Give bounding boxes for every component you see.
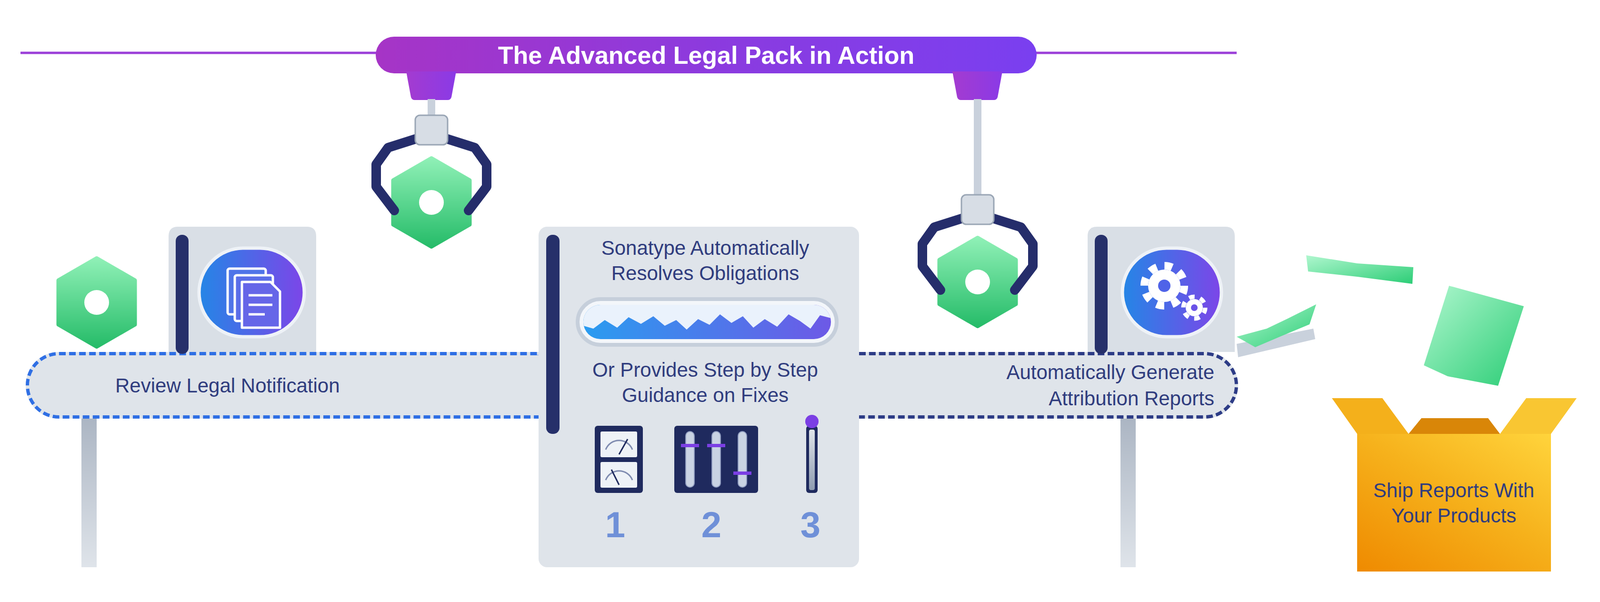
node-text: Automatically Generate Attribution Repor…: [957, 359, 1215, 412]
waveform-panel: [577, 299, 837, 345]
slider-knob: [707, 443, 726, 448]
node-text: Review Legal Notification: [115, 372, 340, 399]
waveform-fill: [583, 304, 831, 340]
belt-leg: [1120, 414, 1136, 568]
gear-icon: [1185, 299, 1203, 317]
document-line: [248, 313, 265, 316]
gear-hole: [1158, 279, 1171, 292]
document-icon: [227, 268, 266, 315]
station-bar: [546, 234, 560, 434]
gauge-scale: [605, 470, 633, 480]
gear-teeth: [1144, 265, 1185, 306]
slider-icon: [674, 425, 759, 493]
icon-badge: [1122, 248, 1222, 337]
node-text: Ship Reports With Your Products: [1358, 477, 1550, 529]
slider-knob: [733, 471, 752, 475]
level-icon: [806, 425, 818, 493]
document-icon: [234, 275, 273, 321]
box-flap: [1500, 398, 1577, 434]
claw-rod: [427, 99, 436, 119]
slider-track: [738, 431, 747, 488]
gauge-needle: [611, 469, 620, 485]
output-ramp: [1236, 328, 1316, 358]
box-flap: [1331, 398, 1409, 434]
process-station: Sonatype Automatically Resolves Obligati…: [538, 226, 860, 568]
station-bar: [1094, 234, 1108, 354]
shipping-box: Ship Reports With Your Products: [1357, 433, 1551, 572]
gauge-face: [600, 431, 638, 458]
station-housing: [168, 226, 317, 352]
document-icon: [241, 281, 280, 328]
waveform-peaks: [583, 304, 831, 330]
gauge-scale: [605, 440, 633, 450]
node-text: Or Provides Step by Step Guidance on Fix…: [562, 357, 849, 408]
conveyor-belt-segment: Review Legal Notification: [25, 351, 539, 419]
document-line: [248, 294, 273, 297]
slider-knob: [680, 443, 700, 448]
gauge-icon: [594, 425, 643, 493]
box-inside: [1408, 418, 1500, 434]
robot-claw: [922, 194, 1033, 290]
report-sheet: [1236, 304, 1317, 348]
conveyor-belt-segment: Automatically Generate Attribution Repor…: [859, 351, 1239, 419]
component-hexagon: [393, 158, 470, 247]
level-knob: [805, 414, 819, 429]
claw-mount: [406, 71, 457, 100]
slider-track: [685, 431, 695, 488]
waveform: [583, 304, 831, 340]
robot-claw: [376, 115, 487, 211]
node-text: Sonatype Automatically Resolves Obligati…: [562, 235, 849, 286]
report-sheet: [1306, 255, 1414, 284]
claw-mount: [952, 71, 1003, 100]
gauge-face: [600, 461, 638, 488]
component-hexagon: [58, 258, 136, 347]
report-sheet: [1423, 285, 1524, 386]
diagram-title: The Advanced Legal Pack in Action: [375, 36, 1037, 74]
icon-badge: [199, 248, 305, 337]
gauge-needle: [619, 439, 628, 455]
claw-rod: [973, 99, 982, 197]
component-hexagon: [939, 237, 1017, 327]
station-housing: [1087, 226, 1235, 352]
level-track: [809, 429, 815, 490]
gear-teeth: [1183, 296, 1206, 319]
gear-hole: [1190, 304, 1198, 311]
gear-icon: [1148, 269, 1181, 302]
station-bar: [175, 234, 189, 354]
belt-leg: [81, 414, 97, 568]
slider-track: [711, 431, 721, 488]
document-line: [248, 303, 273, 307]
